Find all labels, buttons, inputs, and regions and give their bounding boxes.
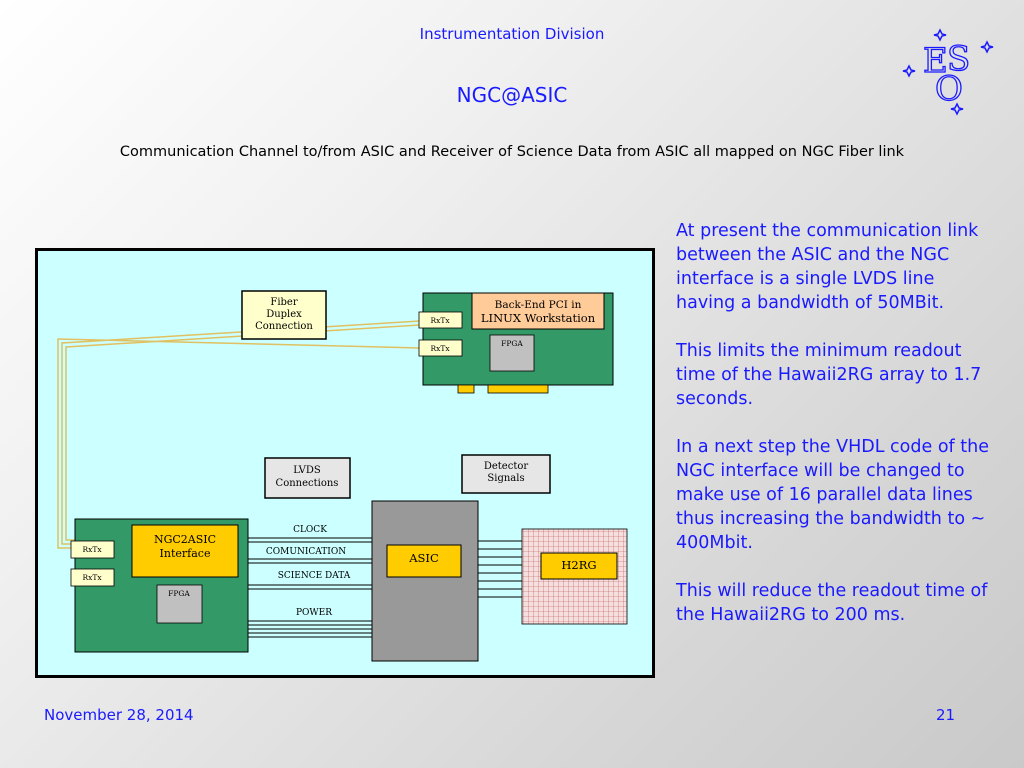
star-icon (950, 102, 964, 116)
detector-lines (478, 540, 522, 598)
backend-rxtx-box (418, 311, 463, 329)
eso-logo: E S O (902, 28, 994, 116)
star-icon (980, 40, 994, 54)
asic-block (371, 500, 479, 662)
division-header: Instrumentation Division (419, 25, 605, 43)
fiber-link (57, 320, 421, 549)
bus-label-science: SCIENCE DATA (278, 571, 351, 581)
lvds-box (264, 457, 351, 499)
ngc-rxtx-label: RxTx (82, 545, 102, 554)
bus-label-clock: CLOCK (293, 525, 327, 535)
ngc2asic-label-2: Interface (160, 547, 211, 560)
pci-connector (457, 384, 475, 394)
bus-label-communication: COMUNICATION (266, 547, 346, 557)
ngc2asic-label-1: NGC2ASIC (154, 533, 216, 546)
fiber-label-2: Duplex (266, 309, 302, 320)
backend-fpga-label: FPGA (501, 339, 523, 348)
detector-box (461, 454, 551, 494)
backend-label-1: Back-End PCI in (495, 299, 582, 311)
logo-letter-o: O (935, 69, 963, 109)
fiber-label-1: Fiber (270, 297, 297, 308)
slide-title: NGC@ASIC (456, 83, 568, 107)
asic-label-box (386, 544, 462, 578)
backend-rxtx-label: RxTx (430, 344, 450, 353)
star-icon (902, 64, 916, 78)
footer-date: November 28, 2014 (44, 706, 194, 724)
slide-subtitle: Communication Channel to/from ASIC and R… (119, 144, 905, 160)
body-text: At present the communication link betwee… (676, 219, 996, 651)
backend-rxtx-box (418, 339, 463, 357)
ngc-fpga-box (156, 584, 203, 624)
page-number: 21 (936, 706, 956, 724)
ngc-rxtx-box (70, 568, 115, 587)
pci-connector (487, 384, 549, 394)
backend-label-2: LINUX Workstation (481, 311, 596, 325)
ngc2asic-box (131, 524, 239, 578)
detector-label-1: Detector (484, 461, 529, 472)
paragraph-1: At present the communication link betwee… (676, 221, 979, 313)
system-diagram: Back-End PCI in LINUX Workstation FPGA R… (35, 248, 655, 678)
ngc-fpga-label: FPGA (168, 589, 190, 598)
bus-lines (248, 537, 372, 638)
fiber-duplex-box (241, 290, 327, 340)
ngc-rxtx-box (70, 540, 115, 559)
lvds-label-1: LVDS (293, 465, 321, 476)
fiber-label-3: Connection (255, 321, 313, 332)
star-icon (933, 28, 947, 42)
bus-label-power: POWER (296, 608, 332, 618)
paragraph-4: This will reduce the readout time of the… (676, 581, 988, 625)
backend-rxtx-label: RxTx (430, 316, 450, 325)
paragraph-3: In a next step the VHDL code of the NGC … (676, 437, 989, 553)
paragraph-2: This limits the minimum readout time of … (676, 341, 982, 409)
backend-fpga-box (489, 334, 535, 372)
lvds-label-2: Connections (276, 478, 339, 489)
logo-letter-s: S (947, 39, 970, 79)
ngc-rxtx-label: RxTx (82, 573, 102, 582)
logo-letter-e: E (923, 41, 948, 81)
h2rg-label: H2RG (561, 558, 596, 572)
asic-label: ASIC (408, 551, 439, 565)
h2rg-label-box (540, 552, 618, 580)
backend-box (471, 292, 605, 330)
detector-label-2: Signals (487, 473, 524, 484)
